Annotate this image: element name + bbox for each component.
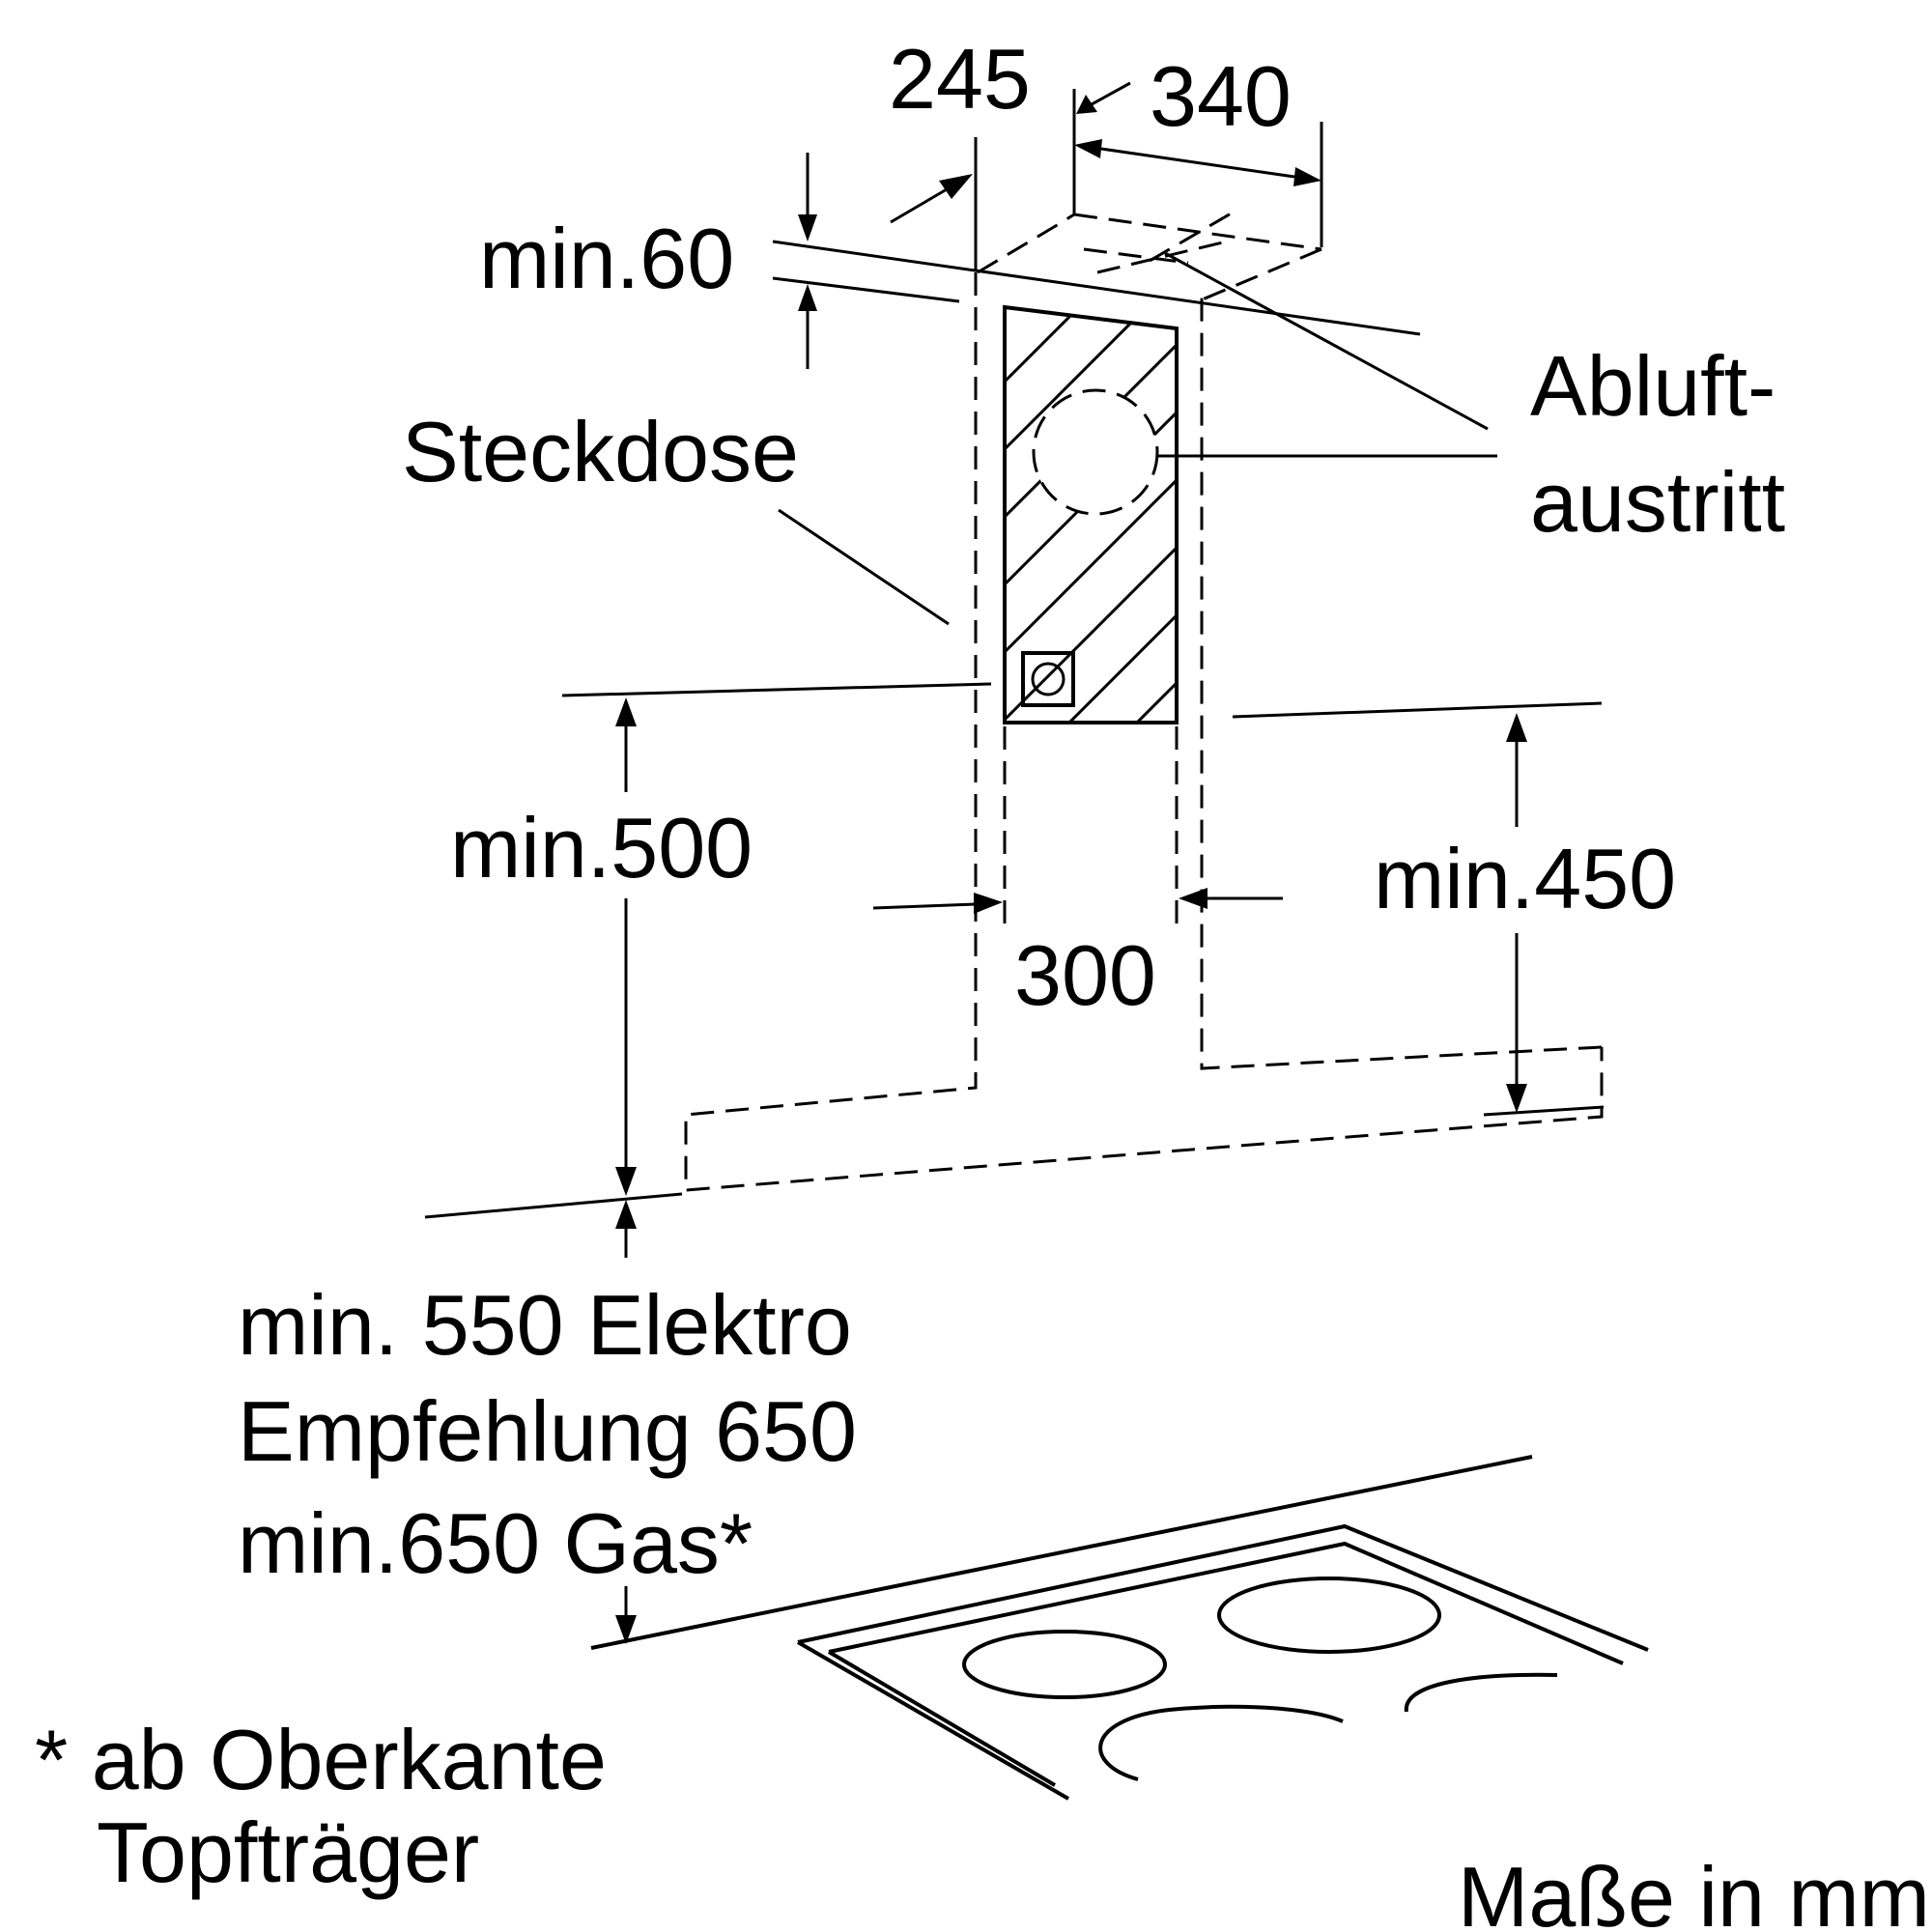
footnote-line1: * ab Oberkante: [35, 1712, 607, 1807]
shaft-opening-line-2: [1096, 240, 1228, 274]
exhaust-outlet-bg: [1034, 390, 1157, 514]
mounting-plate: [1003, 304, 1179, 724]
hob-outer-left: [796, 1640, 1070, 1801]
units-label: Maße in mm: [1458, 1849, 1930, 1932]
exhaust-height-label: min.450: [1374, 831, 1676, 926]
ceiling-line-lower: [772, 276, 960, 303]
exhaust-level-line: [1232, 701, 1603, 719]
shaft-opening-line-3: [1149, 211, 1234, 263]
socket-icon: [1031, 662, 1065, 696]
socket-height-arrow-top: [615, 697, 637, 726]
depth-arrow-right: [1293, 167, 1321, 186]
socket-box: [1021, 651, 1075, 707]
socket-level-line: [561, 682, 992, 697]
shaft-top-left-edge: [977, 213, 1075, 274]
burner-front-right: [1404, 1672, 1558, 1713]
width-label: 245: [889, 31, 1031, 127]
depth-leader-shaft: [1091, 81, 1131, 106]
gap-arrow-bottom-head: [798, 284, 817, 311]
burner-front-left: [962, 1630, 1167, 1699]
burner-front-middle: [1098, 1704, 1344, 1781]
hob-distance-arrow-top: [615, 1200, 637, 1229]
exhaust-outlet-circle: [1032, 388, 1159, 516]
socket-height-label: min.500: [450, 800, 753, 895]
exhaust-label-line2: austritt: [1530, 454, 1785, 550]
hob-distance-line1: min. 550 Elektro: [238, 1277, 852, 1373]
gap-top-label: min.60: [479, 211, 734, 306]
exhaust-leader-top: [1164, 251, 1489, 431]
depth-label: 340: [1150, 48, 1292, 144]
hob-distance-line2: Empfehlung 650: [238, 1383, 857, 1479]
socket-height-arrow-bottom: [615, 1167, 637, 1196]
exhaust-height-arrow-bottom: [1506, 1084, 1527, 1113]
burner-back-right: [1217, 1577, 1441, 1654]
depth-dimension-line: [1100, 147, 1295, 179]
hob-distance-line3: min.650 Gas*: [238, 1495, 753, 1591]
shaft-opening-line-1: [1083, 247, 1189, 265]
socket-label: Steckdose: [402, 404, 799, 499]
width-arrow-shaft: [890, 187, 948, 224]
hob-outer-top: [797, 1523, 1649, 1652]
worktop-edge: [590, 1455, 1533, 1650]
shaft-outline-outer: [684, 272, 1604, 1192]
exhaust-label-line1: Abluft-: [1530, 338, 1776, 434]
hob-distance-arrow-bottom: [615, 1615, 637, 1644]
width-arrow-head: [939, 174, 973, 199]
shaft-width-label: 300: [1014, 927, 1156, 1023]
depth-arrow-left: [1074, 139, 1102, 158]
gap-arrow-top-head: [798, 214, 817, 242]
ceiling-line-upper: [772, 240, 1421, 336]
shaft-width-arrow-left-shaft: [872, 902, 977, 910]
hood-bottom-line: [424, 1192, 683, 1219]
socket-leader: [778, 508, 950, 626]
hood-bottom-line-right: [1483, 1105, 1605, 1117]
shaft-outline-outer-right: [1200, 292, 1603, 1070]
shaft-top-right-edge: [1197, 247, 1322, 303]
hob-inner-left: [827, 1650, 1057, 1787]
exhaust-height-arrow-top: [1506, 713, 1527, 742]
depth-leader-head: [1076, 95, 1097, 114]
shaft-width-arrow-right-head: [1179, 888, 1208, 909]
footnote-line2: Topfträger: [97, 1804, 479, 1900]
hob-inner-top: [828, 1541, 1624, 1665]
shaft-width-arrow-left-head: [974, 893, 1003, 914]
